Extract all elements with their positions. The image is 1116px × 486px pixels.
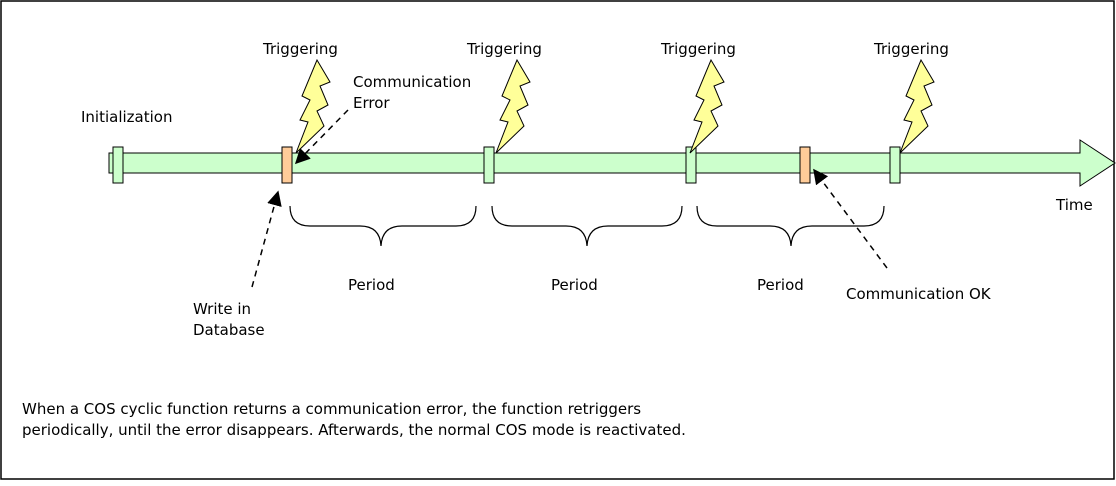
- period-label: Period: [348, 276, 395, 294]
- caption: When a COS cyclic function returns a com…: [22, 399, 1092, 441]
- lightning-icon: [689, 58, 725, 154]
- communication-ok-arrow: [813, 168, 888, 269]
- trigger-marker: [483, 146, 495, 184]
- time-label: Time: [1055, 196, 1093, 214]
- timeline-marker-start: [112, 146, 124, 184]
- lightning-icon: [899, 58, 935, 154]
- lightning-icon: [495, 58, 531, 154]
- triggering-label: Triggering: [873, 40, 949, 58]
- timeline-arrow: [108, 139, 1116, 187]
- write-in-database-label: Write in: [193, 300, 251, 318]
- period-label: Period: [551, 276, 598, 294]
- communication-error-label: Communication: [353, 73, 471, 91]
- communication-ok-label: Communication OK: [846, 285, 992, 303]
- caption-line-1: When a COS cyclic function returns a com…: [22, 400, 642, 418]
- trigger-marker: [889, 146, 901, 184]
- triggering-label: Triggering: [262, 40, 338, 58]
- trigger-marker: [685, 146, 697, 184]
- write-in-database-label: Database: [193, 321, 265, 339]
- communication-error-arrow: [294, 109, 349, 165]
- period-brace: [289, 205, 477, 247]
- period-brace: [491, 205, 683, 247]
- triggering-label: Triggering: [466, 40, 542, 58]
- initialization-label: Initialization: [81, 108, 172, 126]
- lightning-icon: [295, 58, 331, 154]
- period-brace: [696, 205, 885, 247]
- period-label: Period: [757, 276, 804, 294]
- error-marker: [799, 146, 811, 184]
- error-marker: [281, 146, 293, 184]
- communication-error-label: Error: [353, 94, 390, 112]
- triggering-label: Triggering: [660, 40, 736, 58]
- caption-line-2: periodically, until the error disappears…: [22, 421, 686, 439]
- write-database-arrow: [251, 190, 282, 288]
